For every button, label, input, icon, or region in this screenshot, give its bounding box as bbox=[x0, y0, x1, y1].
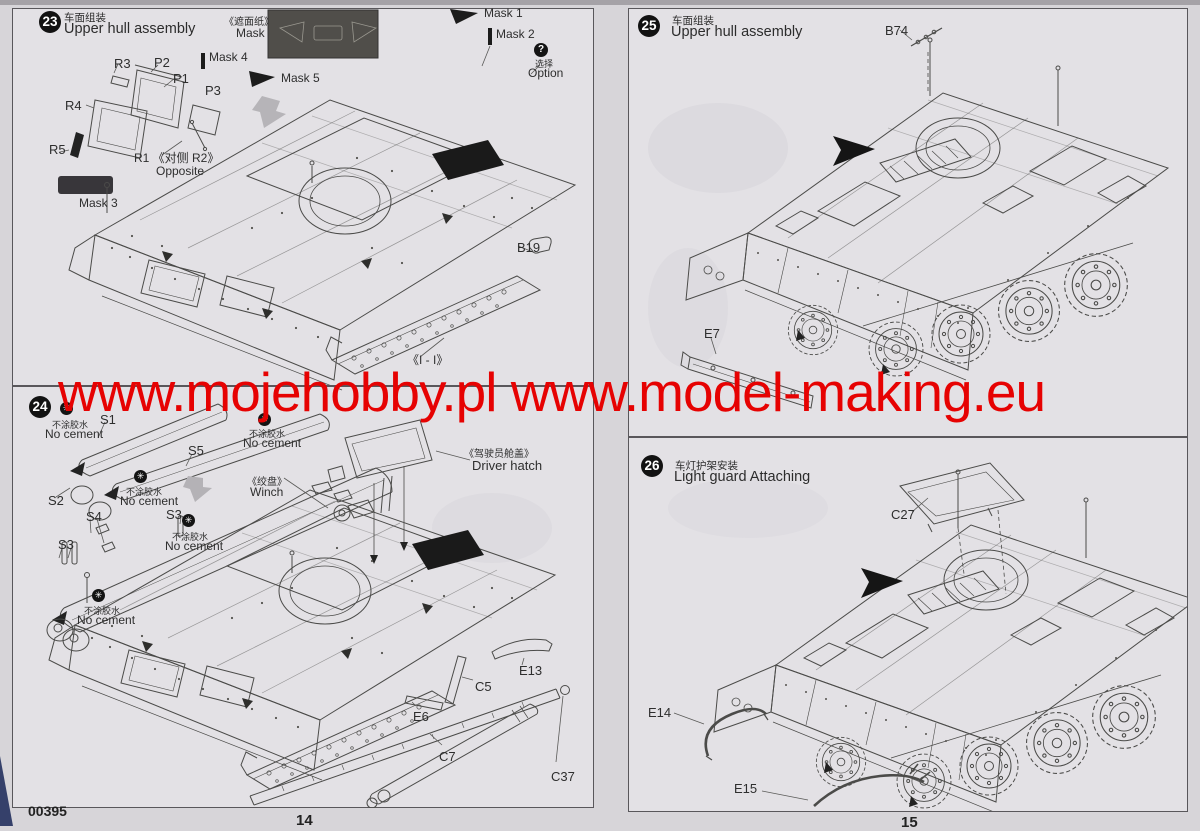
part-label: E13 bbox=[519, 663, 543, 678]
part-label: Driver hatch bbox=[472, 458, 543, 473]
part-label: R5 bbox=[49, 142, 66, 157]
watermark-text: www.mojehobby.pl www.model-making.eu bbox=[58, 361, 1046, 423]
part-label: Mask 1 bbox=[484, 6, 523, 20]
part-label: 不涂胶水 bbox=[126, 487, 163, 497]
step-23-title-en: Upper hull assembly bbox=[64, 21, 196, 37]
part-label: 选择 bbox=[535, 59, 554, 69]
step-25-title-en: Upper hull assembly bbox=[671, 24, 803, 40]
kit-number: 00395 bbox=[28, 803, 67, 819]
step-25-title-cn: 车面组装 bbox=[672, 15, 714, 27]
part-label: S4 bbox=[86, 509, 102, 524]
part-label: 《I - I》 bbox=[407, 353, 449, 367]
part-label: Option bbox=[528, 66, 564, 80]
part-label: Mask 3 bbox=[79, 196, 118, 210]
part-label: 《驾驶员舱盖》 bbox=[464, 449, 534, 460]
part-label: C37 bbox=[551, 769, 575, 784]
left-page-diagrams bbox=[46, 9, 576, 808]
right-page-step-divider bbox=[628, 436, 1188, 438]
no-cement-icon: ✳ bbox=[258, 413, 271, 426]
no-cement-icon: ✳ bbox=[92, 589, 105, 602]
part-label: B19 bbox=[517, 240, 541, 255]
part-label: P2 bbox=[154, 55, 170, 70]
step-23-title-cn: 车面组装 bbox=[64, 12, 106, 24]
part-label: 不涂胶水 bbox=[249, 429, 286, 439]
part-label: R1 《对侧 R2》 bbox=[134, 151, 220, 165]
part-label: S2 bbox=[48, 493, 64, 508]
part-label: E6 bbox=[413, 709, 429, 724]
part-label: Mask 2 bbox=[496, 27, 535, 41]
part-label: C7 bbox=[439, 749, 456, 764]
part-label: 不涂胶水 bbox=[172, 532, 209, 542]
left-page-step-divider bbox=[12, 385, 594, 387]
part-label: S5 bbox=[188, 443, 204, 458]
part-label: B74 bbox=[885, 23, 909, 38]
part-label: Winch bbox=[250, 485, 284, 499]
part-label: E14 bbox=[648, 705, 672, 720]
right-page-number: 15 bbox=[901, 814, 918, 831]
no-cement-icon: ✳ bbox=[134, 470, 147, 483]
right-page-diagrams bbox=[648, 27, 1187, 811]
right-page bbox=[628, 8, 1188, 812]
step-26-title-en: Light guard Attaching bbox=[674, 469, 811, 485]
step-26-title-cn: 车灯护架安装 bbox=[675, 460, 738, 472]
step-25-badge: 25 bbox=[638, 15, 660, 37]
part-label: S3 bbox=[58, 537, 74, 552]
part-label: No cement bbox=[45, 427, 104, 441]
part-label: P3 bbox=[205, 83, 221, 98]
step-24-badge: 24 bbox=[29, 396, 51, 418]
left-page bbox=[12, 8, 594, 808]
part-label: 《遮面纸》 bbox=[224, 17, 274, 28]
part-label: R3 bbox=[114, 56, 131, 71]
left-page-number: 14 bbox=[296, 812, 313, 829]
part-label: E7 bbox=[704, 326, 720, 341]
scan-edge-top bbox=[0, 0, 1200, 5]
step-26-badge: 26 bbox=[641, 455, 663, 477]
part-label: S1 bbox=[100, 412, 116, 427]
part-label: E15 bbox=[734, 781, 758, 796]
step-23-badge: 23 bbox=[39, 11, 61, 33]
part-label: R4 bbox=[65, 98, 82, 113]
option-icon: ? bbox=[534, 43, 548, 57]
part-label: Mask bbox=[236, 26, 265, 40]
part-label: S3 bbox=[166, 507, 182, 522]
part-label: Opposite bbox=[156, 164, 205, 178]
part-label: 不涂胶水 bbox=[52, 420, 89, 430]
part-label: No cement bbox=[120, 494, 179, 508]
part-label: No cement bbox=[77, 613, 136, 627]
part-label: P1 bbox=[173, 71, 189, 86]
part-label: 《绞盘》 bbox=[247, 477, 287, 488]
part-label: No cement bbox=[243, 436, 302, 450]
no-cement-icon: ✳ bbox=[182, 514, 195, 527]
part-label: Mask 4 bbox=[209, 50, 248, 64]
part-label: No cement bbox=[165, 539, 224, 553]
part-label: C27 bbox=[891, 507, 915, 522]
part-label: 不涂胶水 bbox=[84, 606, 121, 616]
part-label: Mask 5 bbox=[281, 71, 320, 85]
no-cement-icon: ✳ bbox=[60, 402, 73, 415]
part-label: C5 bbox=[475, 679, 492, 694]
